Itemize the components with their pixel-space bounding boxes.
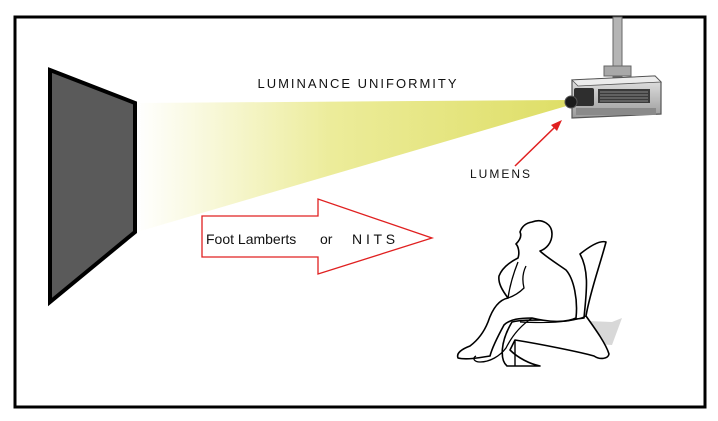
light-beam: [137, 100, 570, 232]
projector-mount-pole: [612, 16, 623, 78]
nits-label: N I T S: [352, 231, 395, 247]
lumens-arrow-line: [514, 125, 557, 167]
projector-mount-plate: [603, 65, 632, 77]
lumens-label: LUMENS: [470, 167, 532, 181]
lumens-arrow-head: [551, 120, 562, 131]
projection-screen-icon: [48, 67, 137, 307]
seated-viewer-icon: [456, 219, 622, 367]
foot-lamberts-arrow: [201, 198, 435, 275]
foot-lamberts-label: Foot Lamberts: [206, 231, 296, 247]
or-label: or: [320, 231, 333, 247]
luminance-uniformity-label: LUMINANCE UNIFORMITY: [257, 76, 458, 91]
projector-icon: [564, 75, 662, 119]
